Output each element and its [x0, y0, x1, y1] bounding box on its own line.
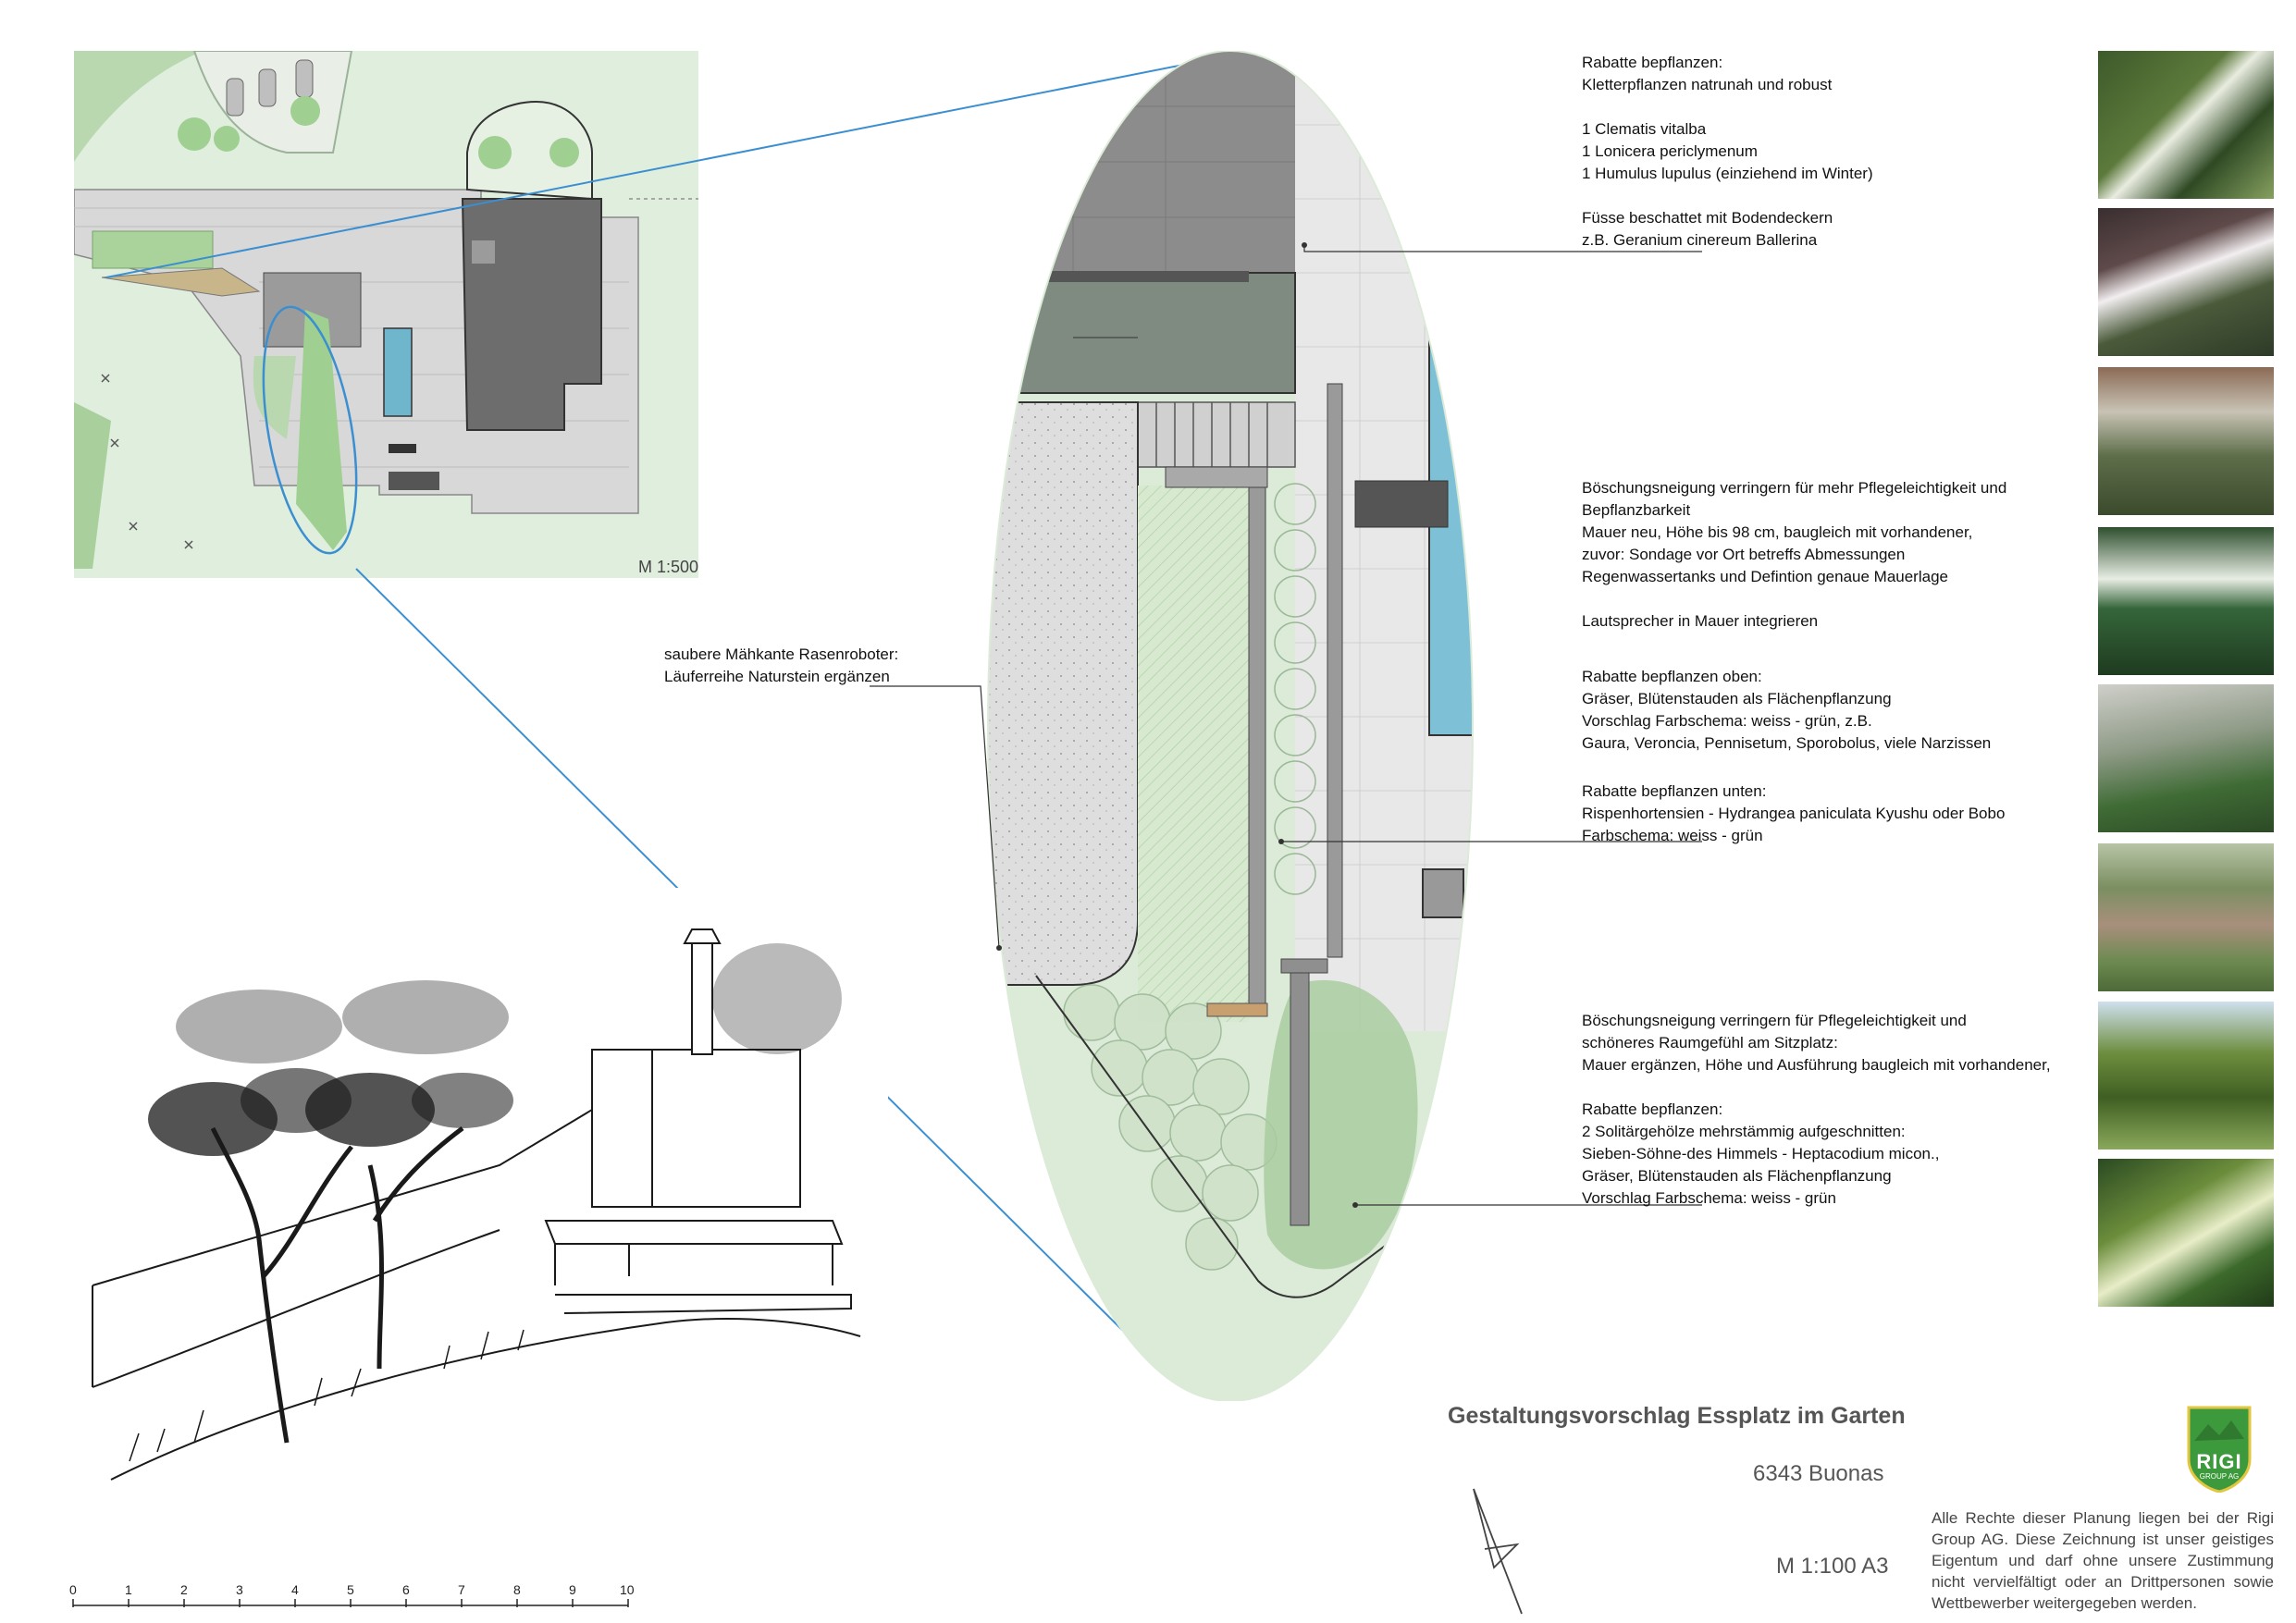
- scale-tick-1: 1: [125, 1582, 132, 1597]
- perspective-sketch: [74, 888, 888, 1498]
- detail-plan: [987, 51, 1474, 1401]
- scale-tick-2: 2: [180, 1582, 188, 1597]
- scale-tick-10: 10: [620, 1582, 635, 1597]
- scale-tick-8: 8: [513, 1582, 521, 1597]
- plant-photo-hydrangea: [2098, 1159, 2274, 1307]
- callout-mowing-edge: saubere Mähkante Rasenroboter: Läuferrei…: [664, 646, 899, 685]
- plant-photo-sporobolus: [2098, 843, 2274, 991]
- callout-border-bottom: Rabatte bepflanzen unten: Rispenhortensi…: [1582, 782, 2006, 844]
- site-plan-map: [74, 51, 698, 578]
- callout-climbing-plants: Rabatte bepflanzen: Kletterpflanzen natr…: [1582, 54, 1873, 249]
- plant-photo-feather-grass: [2098, 684, 2274, 832]
- copyright-notice: Alle Rechte dieser Planung liegen bei de…: [1932, 1509, 2274, 1612]
- north-arrow-icon: [1473, 1488, 1523, 1615]
- scale-tick-3: 3: [236, 1582, 243, 1597]
- scale-tick-5: 5: [347, 1582, 354, 1597]
- plant-photo-gaura: [2098, 208, 2274, 356]
- plan-scale: M 1:100 A3: [1776, 1554, 1889, 1579]
- plan-title: Gestaltungsvorschlag Essplatz im Garten: [1448, 1403, 1906, 1429]
- scale-tick-6: 6: [402, 1582, 410, 1597]
- plan-location: 6343 Buonas: [1753, 1461, 1884, 1486]
- plant-photo-narcissus: [2098, 51, 2274, 199]
- logo-subtext: GROUP AG: [2199, 1472, 2240, 1481]
- scale-tick-4: 4: [291, 1582, 299, 1597]
- scale-tick-7: 7: [458, 1582, 465, 1597]
- scale-tick-0: 0: [69, 1582, 77, 1597]
- logo-text: RIGI: [2196, 1450, 2242, 1473]
- plant-photo-heptacodium: [2098, 1002, 2274, 1150]
- scale-tick-9: 9: [569, 1582, 576, 1597]
- callout-slope-wall: Böschungsneigung verringern für mehr Pfl…: [1582, 479, 2007, 630]
- plant-photo-veronica: [2098, 527, 2274, 675]
- scale-bar: [72, 1599, 629, 1607]
- plant-photo-pennisetum: [2098, 367, 2274, 515]
- site-plan-scale-label: M 1:500: [638, 558, 699, 576]
- callout-border-top: Rabatte bepflanzen oben: Gräser, Blütens…: [1582, 668, 1992, 752]
- callout-slope-seat: Böschungsneigung verringern für Pflegele…: [1582, 1012, 2051, 1207]
- company-logo: RIGI GROUP AG: [2185, 1404, 2253, 1494]
